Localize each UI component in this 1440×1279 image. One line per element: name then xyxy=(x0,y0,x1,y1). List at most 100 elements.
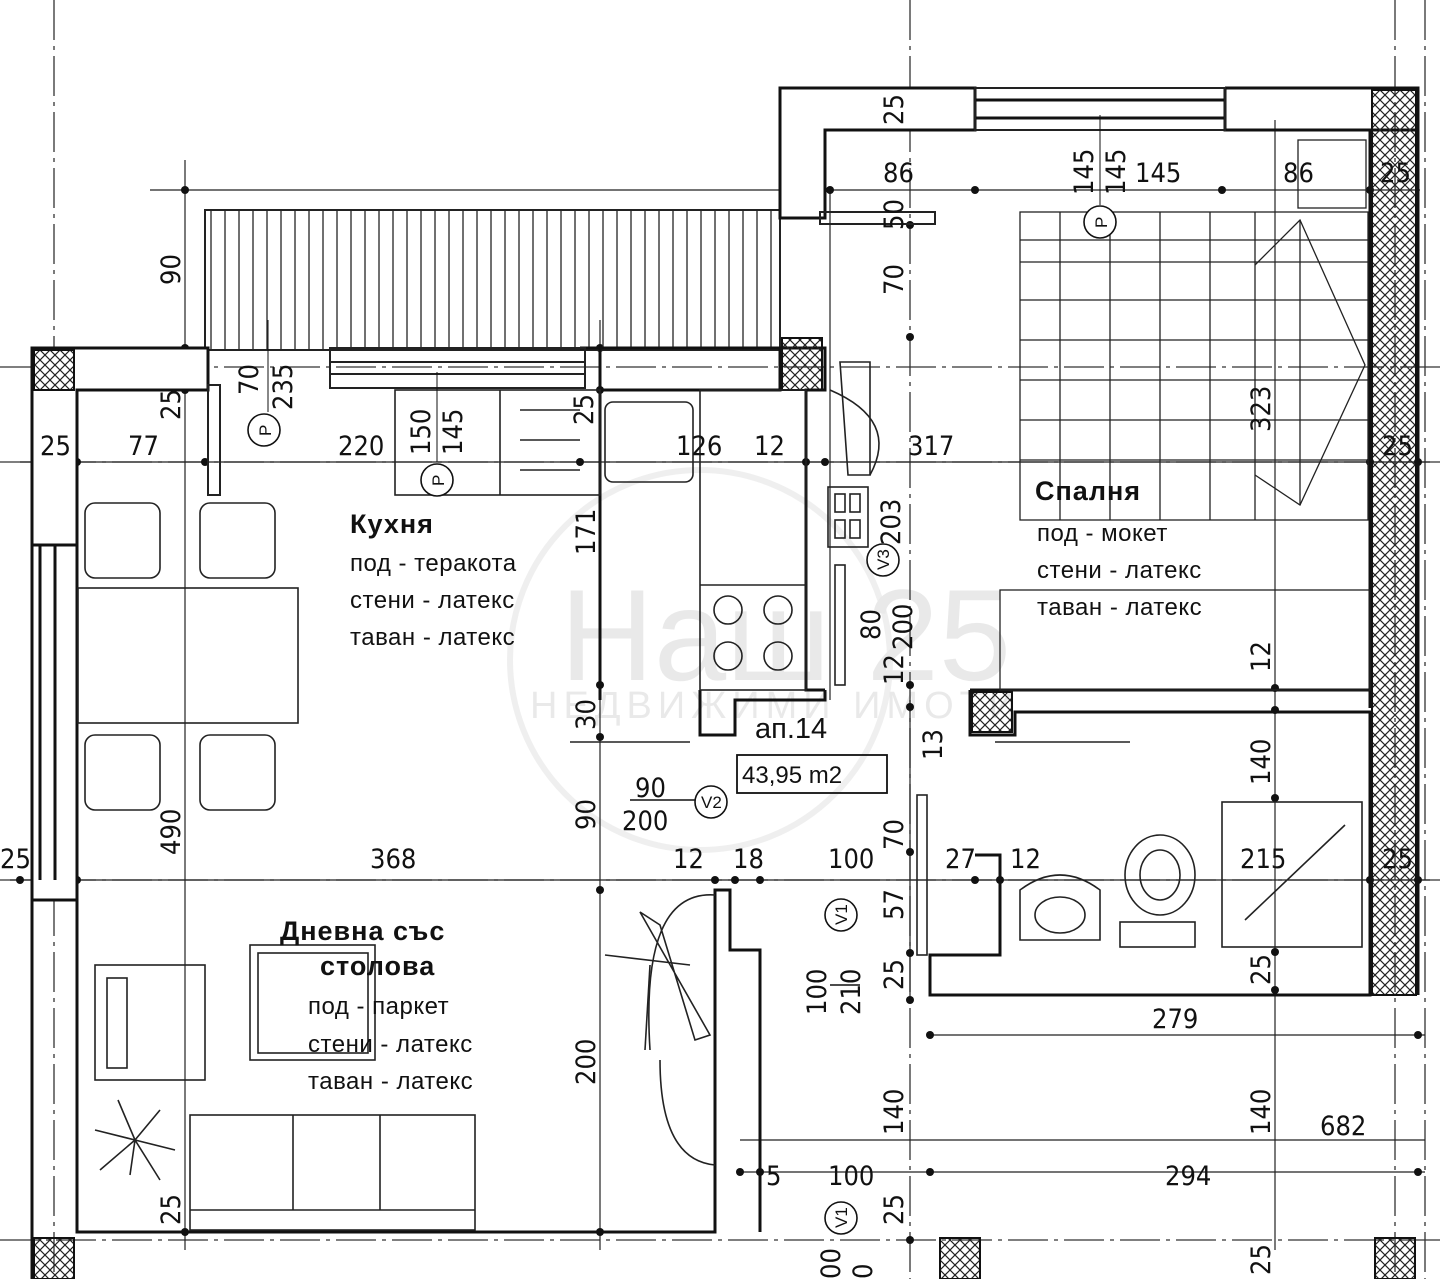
dim-bottom: 25 xyxy=(1246,1244,1277,1275)
dim-corridor: 13 xyxy=(918,729,949,760)
dim-bottom: 100 xyxy=(828,1161,874,1192)
living-floor: под - паркет xyxy=(308,993,449,1020)
window-tag-kitchen-side: P xyxy=(256,425,275,436)
dim-bottom: 682 xyxy=(1320,1111,1366,1142)
door-tag-v1: V1 xyxy=(832,904,851,925)
living-title-2: столова xyxy=(320,951,435,981)
dim-top: 25 xyxy=(1380,158,1411,189)
counter xyxy=(394,389,601,496)
kitchen-window-width: 150 xyxy=(406,409,437,455)
watermark-brand: Наш 25 xyxy=(560,562,1011,708)
bedroom-window-width: 145 xyxy=(1069,149,1100,195)
shower xyxy=(1221,801,1363,948)
door-tag-v2: V2 xyxy=(701,793,722,812)
coffee-table xyxy=(249,944,376,1061)
dim-kitchen-row: 126 xyxy=(676,431,722,462)
dim-corridor: 12 xyxy=(879,654,910,685)
dim-living-row: 12 xyxy=(1010,844,1041,875)
kitchen-walls: стени - латекс xyxy=(350,587,515,614)
door-v1-lower-height: 0 xyxy=(848,1264,879,1279)
door-v2-height: 200 xyxy=(622,806,668,837)
dim-bottom: 140 xyxy=(879,1089,910,1135)
bathroom-fixtures xyxy=(1019,801,1363,948)
kitchen-side-window-height: 235 xyxy=(268,364,299,410)
bedroom-furniture xyxy=(999,139,1371,691)
tag-labels: P P P V3 V2 V1 V1 xyxy=(256,217,1111,1228)
dim-living-row: 368 xyxy=(370,844,416,875)
dim-bottom: 5 xyxy=(766,1161,781,1192)
kitchen-side-window-width: 70 xyxy=(234,364,265,395)
dim-kitchen-row: 25 xyxy=(40,431,71,462)
bedroom-title: Спалня xyxy=(1035,476,1141,506)
appliance xyxy=(827,486,869,548)
balcony xyxy=(204,209,781,351)
kitchen-window-height: 145 xyxy=(438,409,469,455)
hatched-walls xyxy=(33,89,1417,1279)
dim-corridor: 57 xyxy=(879,889,910,920)
door-v1-lower-width: 00 xyxy=(816,1248,847,1279)
bedroom-floor: под - мокет xyxy=(1037,520,1168,547)
door-v2-width: 90 xyxy=(635,773,666,804)
plant-icon xyxy=(94,1099,176,1181)
chair xyxy=(84,734,161,811)
tag-circles xyxy=(247,205,1117,1235)
dim-bedroom: 323 xyxy=(1246,386,1277,432)
dim-kitchen-row: 25 xyxy=(569,394,600,425)
dim-living-row: 12 xyxy=(673,844,704,875)
chair xyxy=(199,734,276,811)
dim-corridor: 25 xyxy=(879,959,910,990)
living-title-1: Дневна със xyxy=(280,916,445,946)
dim-middle: 90 xyxy=(571,799,602,830)
dim-living-row: 18 xyxy=(733,844,764,875)
counter-side xyxy=(699,389,807,691)
sink xyxy=(604,401,694,483)
watermark-sub: НЕДВИЖИМИ ИМОТИ xyxy=(530,685,1022,727)
kitchen-furniture xyxy=(77,389,869,811)
dim-bottom: 25 xyxy=(879,1194,910,1225)
dim-living-row: 27 xyxy=(945,844,976,875)
dim-bedroom: 12 xyxy=(1246,641,1277,672)
dim-left: 25 xyxy=(156,1194,187,1225)
dim-top: 25 xyxy=(879,94,910,125)
dim-bottom: 294 xyxy=(1165,1161,1211,1192)
dim-top: 50 xyxy=(879,199,910,230)
dim-middle: 30 xyxy=(571,699,602,730)
living-walls: стени - латекс xyxy=(308,1031,473,1058)
dim-living-row: 25 xyxy=(1382,844,1413,875)
dim-middle: 171 xyxy=(571,509,602,555)
opening-dimensions: 70 235 150 145 145 145 203 80 200 90 200… xyxy=(234,149,1132,1279)
door-v3-height: 200 xyxy=(888,604,919,650)
dim-kitchen-row: 317 xyxy=(908,431,954,462)
window-tag-kitchen-main: P xyxy=(429,475,448,486)
dim-living-row: 100 xyxy=(828,844,874,875)
room-labels: Кухня под - теракота стени - латекс тава… xyxy=(280,476,1202,1095)
watermark: Наш 25 НЕДВИЖИМИ ИМОТИ xyxy=(507,467,1022,853)
doors xyxy=(570,361,1130,1166)
dim-top: 145 xyxy=(1135,158,1181,189)
chair xyxy=(84,502,161,579)
dim-middle: 200 xyxy=(571,1039,602,1085)
kitchen-floor: под - теракота xyxy=(350,550,517,577)
dim-kitchen-row: 25 xyxy=(1382,431,1413,462)
armchair xyxy=(94,964,206,1081)
dim-top: 70 xyxy=(879,264,910,295)
door-v3-width: 80 xyxy=(856,609,887,640)
bed xyxy=(1019,211,1369,521)
dim-left: 25 xyxy=(156,389,187,420)
area-box xyxy=(736,754,888,794)
living-furniture xyxy=(94,944,476,1231)
dim-kitchen-row: 220 xyxy=(338,431,384,462)
dim-corridor: 70 xyxy=(879,819,910,850)
dim-bedroom: 25 xyxy=(1246,954,1277,985)
dim-bottom: 140 xyxy=(1246,1089,1277,1135)
bedroom-walls: стени - латекс xyxy=(1037,557,1202,584)
washbasin-icon xyxy=(1019,874,1101,941)
apartment-area: 43,95 m2 xyxy=(742,762,842,789)
dim-living-row: 215 xyxy=(1240,844,1286,875)
door-v1-width: 100 xyxy=(802,969,833,1015)
dim-left: 490 xyxy=(156,809,187,855)
dim-kitchen-row: 12 xyxy=(754,431,785,462)
dimension-labels: 25 86 50 70 145 86 25 25 77 220 25 126 1… xyxy=(0,94,1413,1275)
dim-left: 90 xyxy=(156,254,187,285)
